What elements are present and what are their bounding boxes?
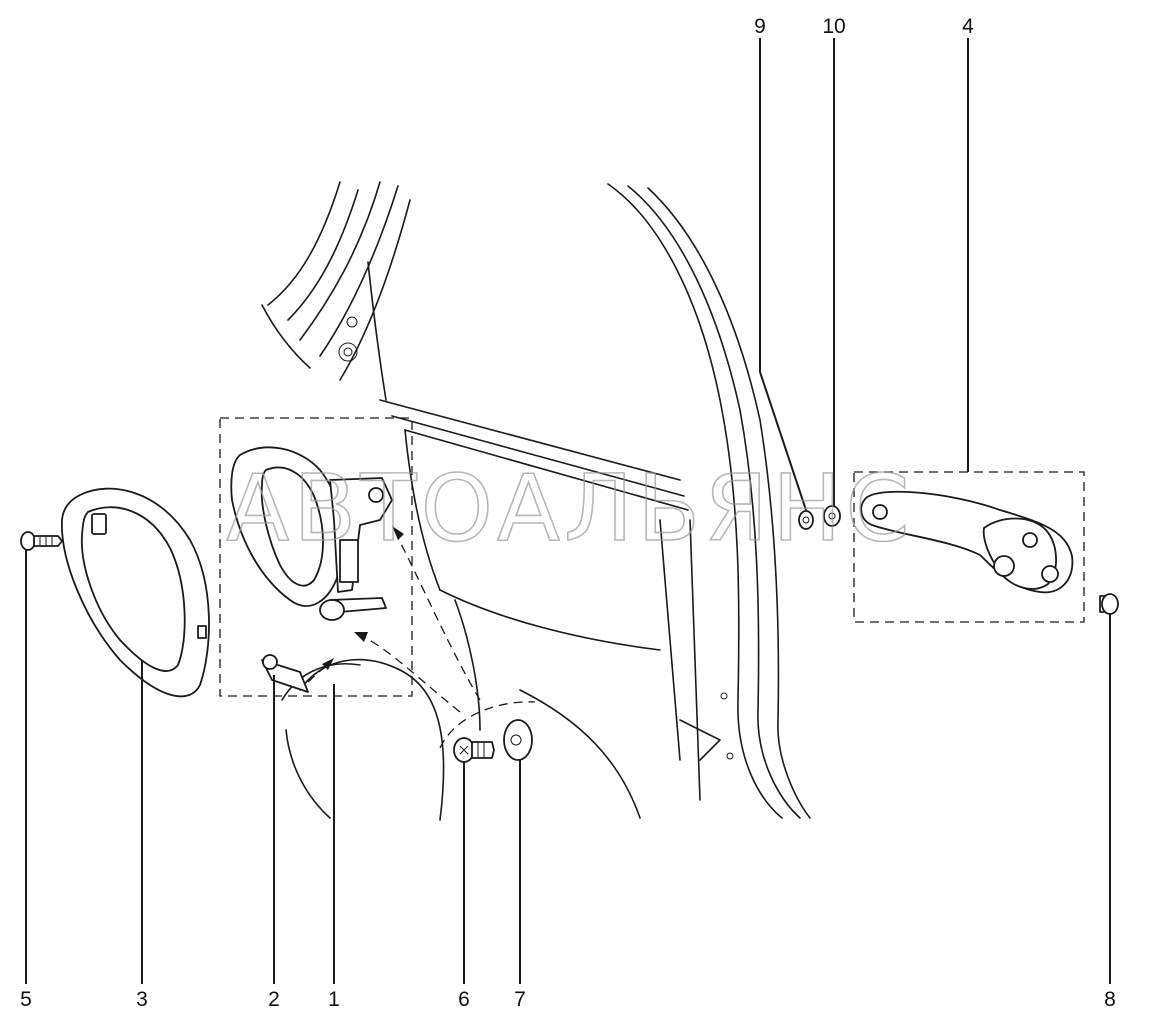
- callout-6: 6: [458, 988, 470, 1011]
- callout-5: 5: [20, 988, 32, 1011]
- clip: [261, 654, 309, 693]
- callout-1: 1: [328, 988, 340, 1011]
- callout-3: 3: [136, 988, 148, 1011]
- screw-left: [20, 531, 63, 551]
- callout-8: 8: [1104, 988, 1116, 1011]
- callout-9: 9: [754, 15, 766, 38]
- door-frame: [261, 181, 811, 821]
- washer: [503, 719, 533, 761]
- nut: [798, 510, 814, 530]
- callout-2: 2: [268, 988, 280, 1011]
- interior-handle-group-box: [219, 417, 413, 697]
- assembly-arrows: [307, 526, 481, 713]
- bolt-right: [1099, 593, 1119, 615]
- washer-small: [823, 505, 841, 527]
- trim-bezel: [61, 487, 210, 698]
- exterior-handle-group-box: [853, 471, 1085, 623]
- bolt: [453, 737, 495, 763]
- callout-labels: 1 2 3 4 5 6 7 8 9 10: [20, 15, 1116, 1011]
- callout-7: 7: [514, 988, 526, 1011]
- exterior-handle: [860, 490, 1074, 594]
- leader-lines: [25, 38, 1111, 984]
- watermark-text: АВТОАЛЬЯНС: [226, 455, 913, 562]
- interior-handle: [230, 446, 393, 621]
- callout-4: 4: [962, 15, 974, 38]
- callout-10: 10: [822, 15, 845, 38]
